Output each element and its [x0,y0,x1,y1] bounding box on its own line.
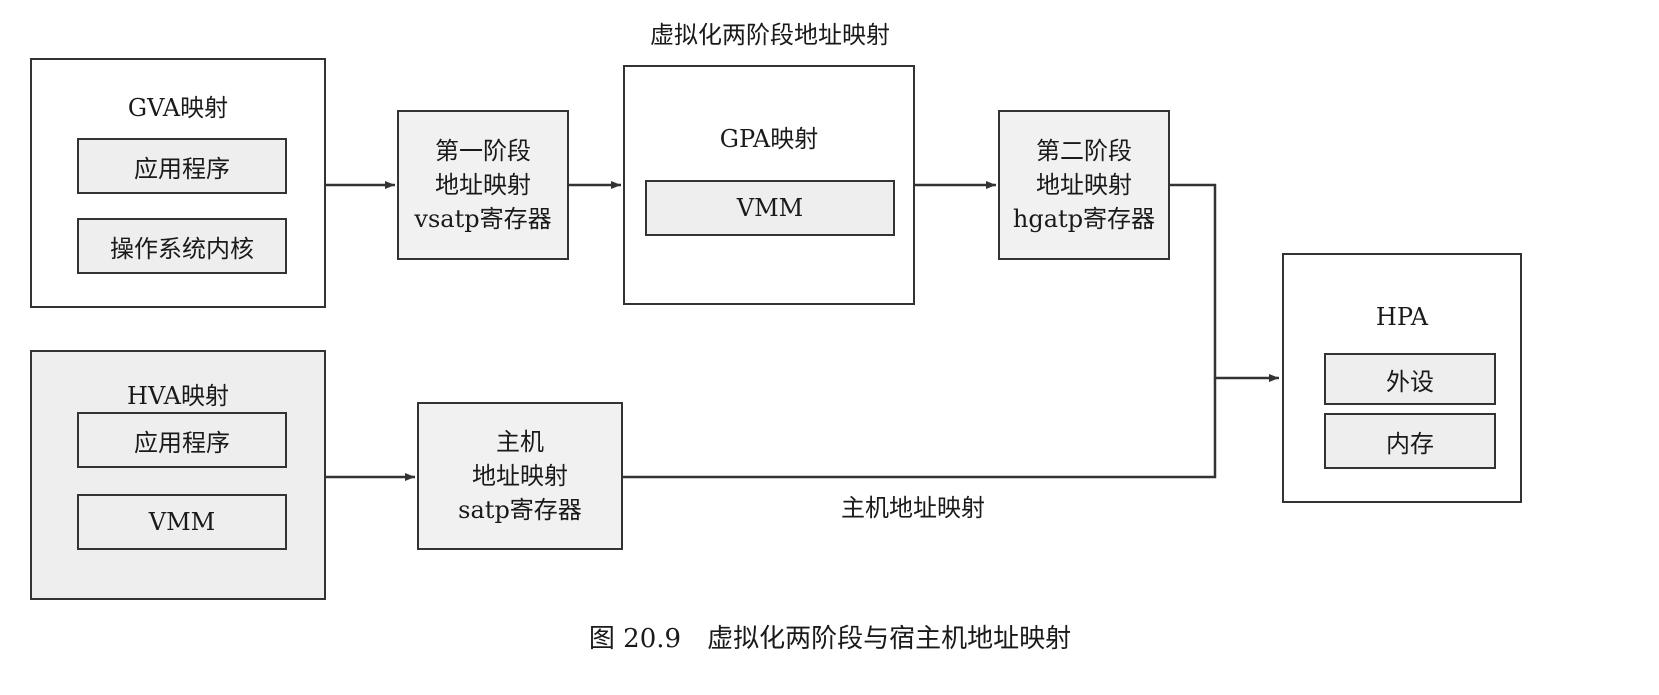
stage2-translation-box: 第二阶段 地址映射 hgatp寄存器 [998,110,1170,260]
gpa-mapping-box: GPA映射 VMM [623,65,915,305]
host-path-label: 主机地址映射 [841,494,985,522]
hva-vmm-block: VMM [77,494,287,550]
stage1-line-3: vsatp寄存器 [414,205,552,233]
hva-application-block: 应用程序 [77,412,287,468]
hpa-memory-block: 内存 [1324,413,1496,469]
stage2-line-3: hgatp寄存器 [1012,205,1156,233]
hpa-peripheral-block: 外设 [1324,353,1496,405]
stage1-line-1: 第一阶段 [435,137,531,165]
gpa-mapping-title: GPA映射 [719,125,819,153]
hpa-title: HPA [1375,303,1429,331]
hva-mapping-box: HVA映射 应用程序 VMM [30,350,326,600]
host-line-3: satp寄存器 [458,496,582,524]
hpa-box: HPA 外设 内存 [1282,253,1522,503]
gva-mapping-box: GVA映射 应用程序 操作系统内核 [30,58,326,308]
diagram-top-title: 虚拟化两阶段地址映射 [650,21,890,49]
host-line-2: 地址映射 [472,462,568,490]
gva-os-kernel-block: 操作系统内核 [77,218,287,274]
stage1-line-2: 地址映射 [435,171,531,199]
stage1-translation-box: 第一阶段 地址映射 vsatp寄存器 [397,110,569,260]
stage2-to-hpa-connector [1170,183,1279,382]
host-to-hpa-connector [623,378,1217,479]
host-line-1: 主机 [496,428,544,456]
figure-caption: 图 20.9 虚拟化两阶段与宿主机地址映射 [588,624,1072,654]
hva-mapping-title: HVA映射 [127,382,229,410]
host-translation-box: 主机 地址映射 satp寄存器 [417,402,623,550]
stage2-line-2: 地址映射 [1036,171,1132,199]
gva-application-block: 应用程序 [77,138,287,194]
gva-mapping-title: GVA映射 [127,94,229,122]
gpa-vmm-block: VMM [645,180,895,236]
stage2-line-1: 第二阶段 [1036,137,1132,165]
